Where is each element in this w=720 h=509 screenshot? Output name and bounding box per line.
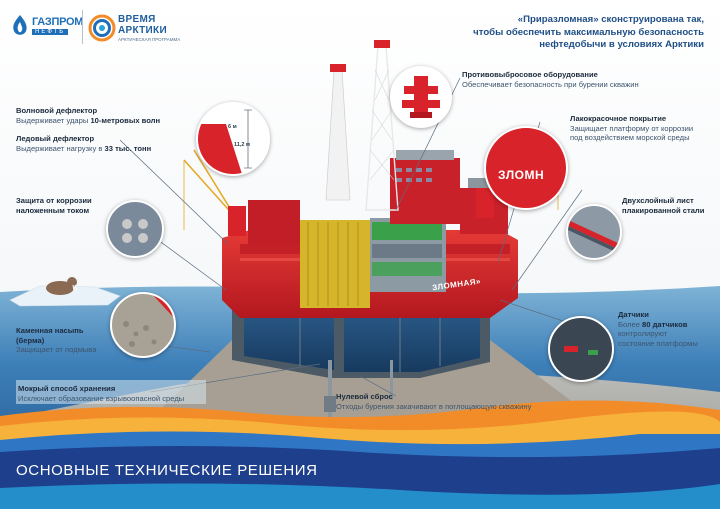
callout-sensors: Датчики Более 80 датчиков контролируют с… <box>618 310 714 348</box>
zero-discharge-title: Нулевой сброс <box>336 392 393 401</box>
logo-divider <box>82 10 83 44</box>
callout-ice-deflector: Ледовый дефлектор Выдерживает нагрузку в… <box>16 134 206 153</box>
vremya-sub: АРКТИЧЕСКАЯ ПРОГРАММА <box>118 37 181 42</box>
ice-deflector-desc-text: Выдерживает нагрузку в <box>16 143 105 153</box>
wave-deflector-desc-bold: 10-метровых волн <box>90 115 161 125</box>
callout-blowout: Противовыбросовое оборудование Обеспечив… <box>462 70 682 89</box>
sensors-desc-1: Более 80 датчиков <box>618 320 714 330</box>
blowout-magnifier <box>390 66 452 128</box>
sensors-desc-1-bold: 80 датчиков <box>642 319 688 329</box>
wave-deflector-desc: Выдерживает удары 10-метровых волн <box>16 116 206 126</box>
sensor-icon <box>564 346 598 355</box>
callout-corrosion-current: Защита от коррозии наложенным током <box>16 196 116 215</box>
clad-steel-magnifier <box>566 204 622 260</box>
vremya-line2: АРКТИКИ <box>118 25 167 36</box>
berm-title-2: (берма) <box>16 335 45 345</box>
measure-11-2m: 11,2 м <box>234 142 250 148</box>
wet-storage-desc: Исключает образование взрывоопасной сред… <box>18 393 185 403</box>
callout-zero-discharge: Нулевой сброс Отходы бурения закачивают … <box>336 392 576 411</box>
clad-steel-title-1: Двухслойный лист <box>622 196 694 205</box>
blowout-title: Противовыбросовое оборудование <box>462 70 598 79</box>
steel-layer-icon <box>568 220 620 254</box>
vremya-line1: ВРЕМЯ <box>118 14 156 25</box>
headline: «Приразломная» сконструирована так, чтоб… <box>404 14 704 52</box>
headline-line2: чтобы обеспечить максимальную безопаснос… <box>473 26 704 38</box>
anode-magnifier <box>106 200 164 258</box>
wave-deflector-title: Волновой дефлектор <box>16 106 98 115</box>
wet-storage-title: Мокрый способ хранения <box>18 384 116 393</box>
paint-desc-1: Защищает платформу от коррозии <box>570 123 694 133</box>
corrosion-current-title-1: Защита от коррозии <box>16 196 92 205</box>
sensors-desc-2: контролируют <box>618 329 668 339</box>
sensors-desc-1-text: Более <box>618 319 643 329</box>
headline-line1: «Приразломная» сконструирована так, <box>517 14 704 25</box>
corrosion-current-title-2: наложенным током <box>16 205 90 215</box>
headline-line3: нефтедобычи в условиях Арктики <box>539 39 704 51</box>
callout-wave-deflector: Волновой дефлектор Выдерживает удары 10-… <box>16 106 206 125</box>
ice-deflector-title: Ледовый дефлектор <box>16 134 95 143</box>
measure-6m: 6 м <box>228 124 237 130</box>
berm-title-1: Каменная насыпь <box>16 326 84 335</box>
platform-name-magnified: ЗЛОМН <box>498 168 545 182</box>
arctic-ring-icon <box>88 14 116 42</box>
stone-berm-icon <box>123 294 174 347</box>
callout-berm: Каменная насыпь (берма) Защищает от подм… <box>16 326 116 355</box>
sensor-magnifier <box>548 316 614 382</box>
vremya-arktiki-logo: ВРЕМЯ АРКТИКИ АРКТИЧЕСКАЯ ПРОГРАММА <box>88 10 198 46</box>
blowout-desc: Обеспечивает безопасность при бурении ск… <box>462 79 639 89</box>
paint-title: Лакокрасочное покрытие <box>570 114 667 123</box>
callout-paint: Лакокрасочное покрытие Защищает платформ… <box>570 114 710 143</box>
gazprom-neft-logo: ГАЗПРОМ НЕФТЬ <box>8 12 88 42</box>
footer-title: ОСНОВНЫЕ ТЕХНИЧЕСКИЕ РЕШЕНИЯ <box>16 462 318 479</box>
paint-desc-2: под воздействием морской среды <box>570 133 690 143</box>
ice-deflector-desc-bold: 33 тыс. тонн <box>104 143 152 153</box>
callout-wet-storage: Мокрый способ хранения Исключает образов… <box>18 384 218 403</box>
gazprom-flame-icon <box>13 15 27 35</box>
zero-discharge-desc: Отходы бурения закачивают в поглощающую … <box>336 401 532 411</box>
deflector-magnifier: 6 м 11,2 м <box>196 102 270 176</box>
gazprom-name: ГАЗПРОМ <box>32 16 84 28</box>
paint-magnifier: ЗЛОМН <box>484 126 568 210</box>
deflector-section-icon <box>198 109 252 174</box>
blowout-preventer-icon <box>402 76 440 118</box>
gazprom-sub: НЕФТЬ <box>32 29 69 35</box>
anode-icon <box>122 219 148 243</box>
clad-steel-title-2: плакированной стали <box>622 205 705 215</box>
berm-desc: Защищает от подмыва <box>16 345 97 355</box>
sensors-desc-3: состояние платформы <box>618 338 698 348</box>
ice-deflector-desc: Выдерживает нагрузку в 33 тыс. тонн <box>16 144 206 154</box>
callout-clad-steel: Двухслойный лист плакированной стали <box>622 196 712 215</box>
sensors-title: Датчики <box>618 310 649 319</box>
wave-deflector-desc-text: Выдерживает удары <box>16 115 91 125</box>
berm-magnifier <box>110 292 176 358</box>
